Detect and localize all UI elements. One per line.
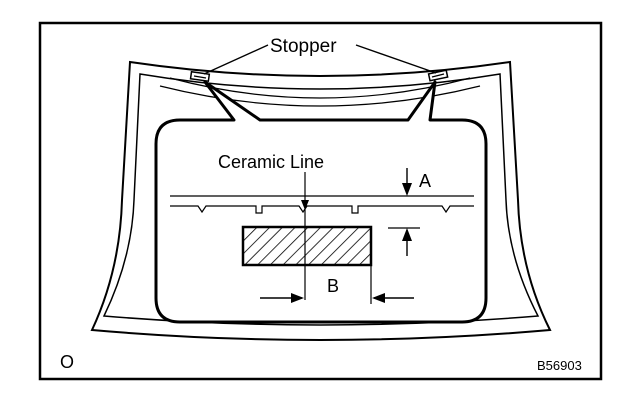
corner-mark: O bbox=[60, 352, 74, 372]
dimension-a-arrow-bottom bbox=[402, 228, 412, 241]
stopper-right bbox=[427, 69, 449, 82]
stopper-detail-hatched bbox=[241, 225, 373, 267]
dimension-b-arrow-left bbox=[291, 293, 304, 303]
windshield-outer-outline bbox=[90, 60, 552, 341]
dimension-a-arrow-top bbox=[402, 183, 412, 196]
diagram-frame bbox=[38, 21, 603, 381]
ceramic-line-label: Ceramic Line bbox=[218, 152, 324, 172]
stopper-leader-line bbox=[203, 44, 269, 75]
windshield-inner-outline bbox=[102, 73, 540, 326]
detail-callout-box bbox=[154, 80, 488, 324]
glass-band-line bbox=[159, 85, 481, 107]
dimension-b-arrow-right bbox=[372, 293, 385, 303]
ceramic-line-pointer-tip bbox=[301, 200, 309, 210]
figure-id-label: B56903 bbox=[537, 358, 582, 373]
glass-edge-line-notched bbox=[170, 205, 474, 214]
dimension-b-label: B bbox=[327, 276, 339, 296]
dimension-a-label: A bbox=[419, 171, 431, 191]
stopper-label: Stopper bbox=[270, 36, 337, 57]
stopper-leader-line bbox=[355, 44, 437, 74]
